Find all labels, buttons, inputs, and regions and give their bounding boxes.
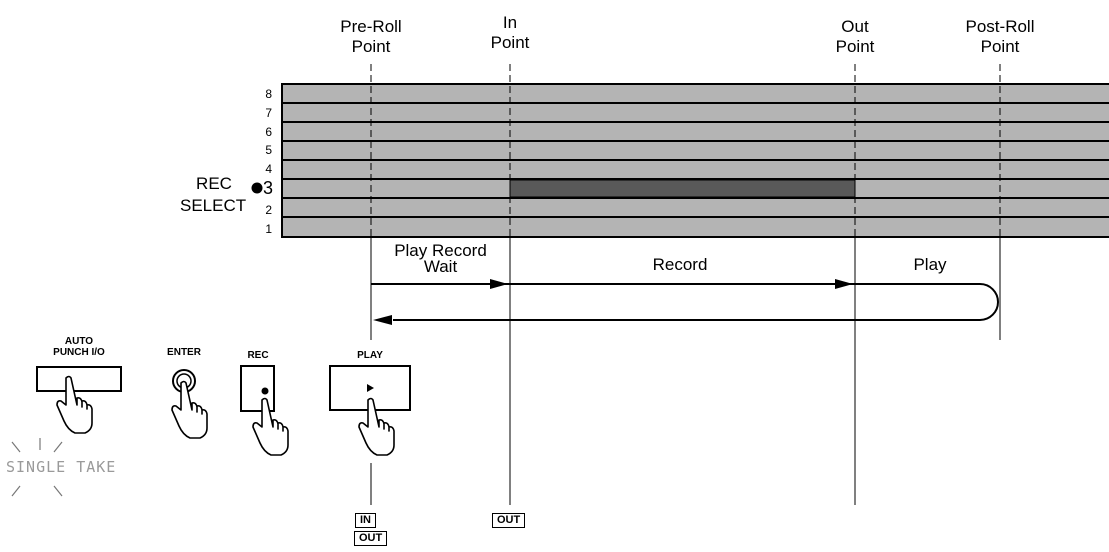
arrow-to-out	[835, 279, 853, 289]
record-region	[510, 180, 855, 197]
pre-roll-point-label: Pre-Roll Point	[321, 17, 421, 57]
track-number-3: 3	[263, 178, 273, 198]
track-number-7: 7	[258, 106, 272, 120]
single-take-display: SINGLE TAKE	[6, 458, 116, 476]
record-phase-label: Record	[620, 255, 740, 275]
post-roll-point-label: Post-Roll Point	[943, 17, 1057, 57]
rec-select-label: REC SELECT	[180, 173, 244, 217]
arrow-to-in	[490, 279, 508, 289]
track-number-5: 5	[258, 143, 272, 157]
track-number-6: 6	[258, 125, 272, 139]
in-point-label: In Point	[470, 13, 550, 53]
rec-button-body	[241, 366, 274, 411]
transport-path	[371, 284, 998, 320]
out-point-label: Out Point	[815, 17, 895, 57]
rec-select-dot	[252, 183, 263, 194]
out-tag-in-point: OUT	[492, 513, 525, 528]
play-phase-label: Play	[890, 255, 970, 275]
arrow-return	[373, 315, 392, 325]
track-number-1: 1	[258, 222, 272, 236]
play-record-wait-label: Play Record Wait	[371, 241, 510, 277]
auto-punch-button-body	[37, 367, 121, 391]
in-tag: IN	[355, 513, 376, 528]
track-number-2: 2	[258, 203, 272, 217]
rec-button-dot	[262, 388, 269, 395]
track-number-4: 4	[258, 162, 272, 176]
track-number-8: 8	[258, 87, 272, 101]
auto-punch-button-label: AUTO PUNCH I/O	[29, 336, 129, 358]
rec-button-label: REC	[228, 350, 288, 361]
enter-button-label: ENTER	[154, 347, 214, 358]
play-button-label: PLAY	[340, 350, 400, 361]
out-tag-play: OUT	[354, 531, 387, 546]
